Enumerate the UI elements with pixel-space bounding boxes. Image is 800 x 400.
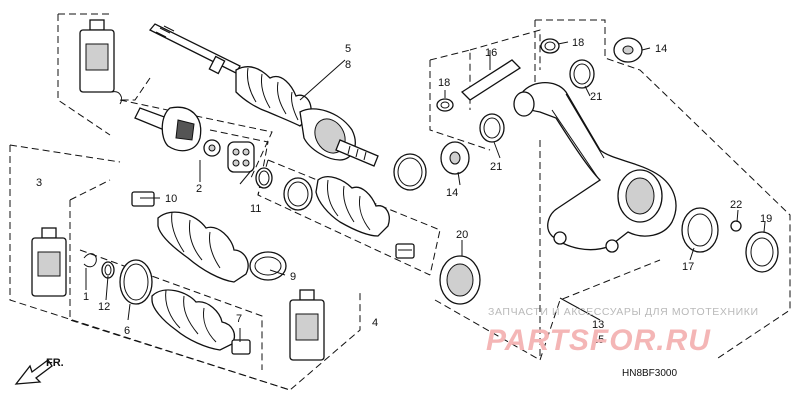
grease-bottle-lower-left xyxy=(31,227,67,297)
grease-bottle-upper xyxy=(79,19,115,93)
knuckle-small-parts xyxy=(436,37,643,175)
callout-18a: 18 xyxy=(438,77,450,89)
callout-8: 8 xyxy=(345,59,351,71)
lower-axle-parts xyxy=(83,191,287,355)
callout-10: 10 xyxy=(165,193,177,205)
callout-12: 12 xyxy=(98,301,110,313)
callout-21b: 21 xyxy=(590,91,602,103)
bearings-seals xyxy=(439,207,779,305)
callout-20: 20 xyxy=(456,229,468,241)
leader-lines xyxy=(85,41,766,342)
diagram-code: HN8BF3000 xyxy=(622,368,677,379)
callout-14b: 14 xyxy=(655,43,667,55)
inner-joint-group xyxy=(111,91,273,189)
direction-label: FR. xyxy=(46,357,64,369)
callout-22: 22 xyxy=(730,199,742,211)
boot-middle xyxy=(283,153,427,259)
callout-17: 17 xyxy=(682,261,694,273)
grease-bottle-lower-right xyxy=(289,289,325,361)
watermark-caption: ЗАПЧАСТИ И АКСЕССУАРЫ ДЛЯ МОТОТЕХНИКИ xyxy=(488,306,759,318)
front-direction-arrow: FR. xyxy=(14,357,64,385)
callout-14a: 14 xyxy=(446,187,458,199)
callout-13: 13 xyxy=(592,319,604,331)
callout-15: 15 xyxy=(592,334,604,346)
callout-21a: 21 xyxy=(490,161,502,173)
callout-11: 11 xyxy=(250,203,261,215)
callout-3: 3 xyxy=(36,177,42,189)
watermark: ЗАПЧАСТИ И АКСЕССУАРЫ ДЛЯ МОТОТЕХНИКИ PA… xyxy=(486,306,759,357)
callout-18b: 18 xyxy=(572,37,584,49)
callout-16: 16 xyxy=(485,47,497,59)
callout-7: 7 xyxy=(236,313,242,325)
callout-1: 1 xyxy=(83,291,89,303)
callout-19: 19 xyxy=(760,213,772,225)
rear-knuckle xyxy=(513,82,677,253)
callout-2: 2 xyxy=(196,183,202,195)
axle-shaft-upper xyxy=(148,23,379,167)
callout-5: 5 xyxy=(345,43,351,55)
callouts: 5 8 2 11 10 9 3 4 1 12 6 7 16 18 18 14 1… xyxy=(36,37,772,346)
callout-6: 6 xyxy=(124,325,130,337)
callout-9: 9 xyxy=(290,271,296,283)
watermark-logo: PARTSFOR.RU xyxy=(486,324,711,357)
callout-4: 4 xyxy=(372,317,378,329)
